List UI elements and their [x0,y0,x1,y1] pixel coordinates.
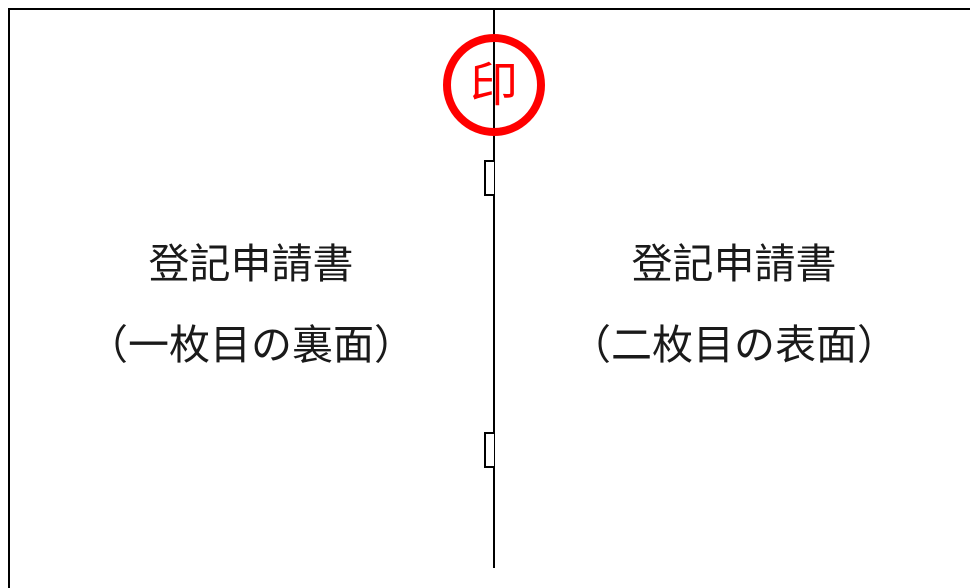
left-page: 登記申請書 （一枚目の裏面） [8,8,496,588]
right-page-subtitle: （二枚目の表面） [570,321,898,369]
seal-stamp: 印 [443,34,545,136]
right-page-title: 登記申請書 [631,240,837,288]
binding-line [493,8,495,568]
right-page: 登記申請書 （二枚目の表面） [494,8,970,588]
seal-character: 印 [469,57,518,113]
left-page-subtitle: （一枚目の裏面） [87,321,415,369]
document-binding-diagram: 登記申請書 （一枚目の裏面） 登記申請書 （二枚目の表面） 印 [8,8,970,588]
staple-bottom [484,432,494,468]
left-page-title: 登記申請書 [148,240,354,288]
staple-top [484,160,494,196]
